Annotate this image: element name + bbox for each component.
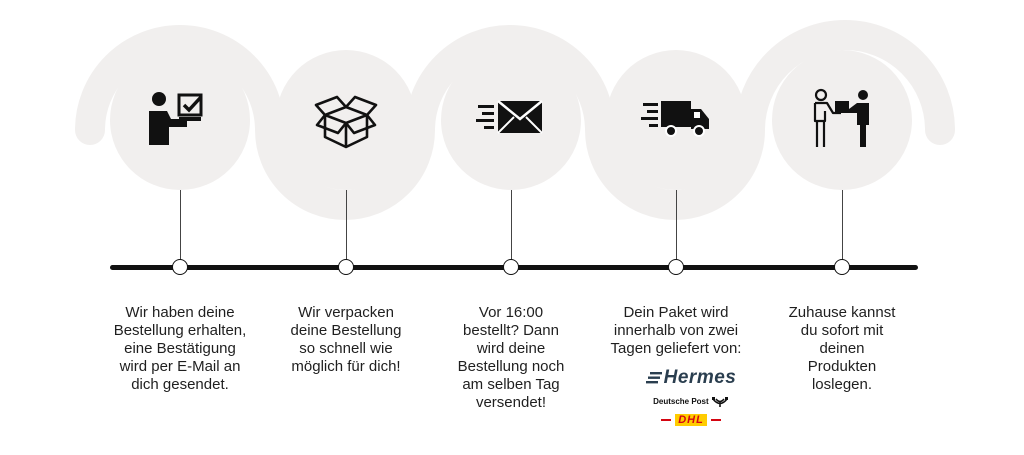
envelope-icon [476,100,543,134]
deutsche-post-logo: Deutsche Post [606,396,776,408]
step-3-connector [511,190,512,260]
step-2-dot [338,259,354,275]
step-2-connector [346,190,347,260]
open-box-icon [314,95,378,149]
step-5-dot [834,259,850,275]
hermes-logo: Hermes [606,367,776,389]
package-handover-icon [813,88,869,147]
step-2-circle [276,50,416,190]
hermes-logo-text: Hermes [663,367,737,388]
step-1-caption: Wir haben deine Bestellung erhalten, ein… [113,304,247,393]
step-5-connector [842,190,843,260]
step-1-dot [172,259,188,275]
step-4-connector [676,190,677,260]
person-checklist-icon [149,92,203,145]
step-4-caption: Dein Paket wird innerhalb von zwei Tagen… [610,304,742,357]
delivery-truck-icon [641,101,709,137]
hermes-stripes-icon [645,371,662,384]
step-5-circle [772,50,912,190]
step-3-dot [503,259,519,275]
step-1-connector [180,190,181,260]
post-horn-icon [711,397,728,407]
dhl-logo-stripes-right [710,419,721,422]
step-4-dot [668,259,684,275]
step-5-caption: Zuhause kannst du sofort mit deinen Prod… [788,304,896,393]
step-3-caption: Vor 16:00 bestellt? Dann wird deine Best… [457,304,565,411]
dhl-logo-text: DHL [675,414,707,426]
deutsche-post-logo-text: Deutsche Post [653,397,709,407]
dhl-logo: DHL [606,414,776,426]
dhl-logo-stripes [661,419,672,422]
step-2-caption: Wir verpacken deine Bestellung so schnel… [290,304,402,375]
